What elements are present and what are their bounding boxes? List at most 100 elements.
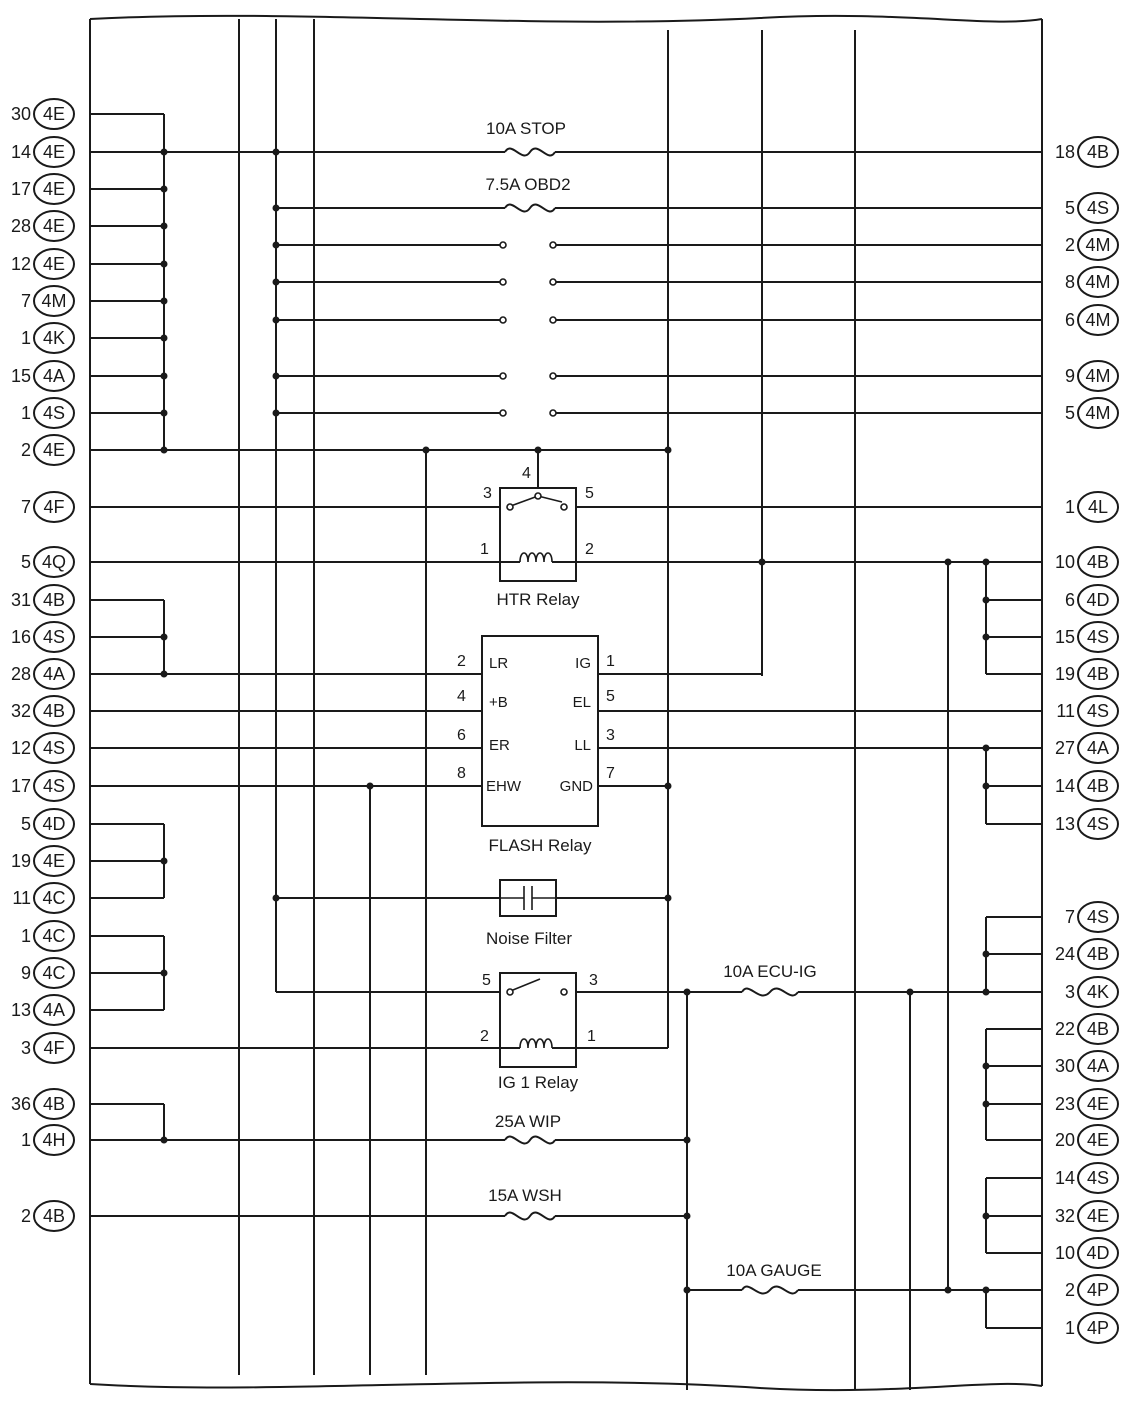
right-connector-oval — [1077, 266, 1119, 298]
right-connector-pin: 32 — [1055, 1206, 1075, 1226]
right-connector-17: 24 4B — [1055, 938, 1119, 970]
left-connector-code: 4M — [41, 291, 66, 311]
right-connector-oval — [1077, 732, 1119, 764]
flash-relay-term-ig: IG — [575, 655, 591, 672]
open-terminals — [499, 241, 557, 417]
left-connector-oval — [33, 658, 75, 690]
vertical-bus-lines — [238, 19, 949, 1390]
fuse-wip-label: 25A WIP — [495, 1112, 561, 1131]
fuse-stop: 10A STOP — [486, 119, 566, 157]
left-wires — [90, 113, 668, 1217]
right-connector-oval — [1077, 938, 1119, 970]
right-wires — [276, 151, 1042, 1329]
left-connector-oval — [33, 322, 75, 354]
right-connector-code: 4B — [1087, 776, 1109, 796]
right-connector-code: 4E — [1087, 1094, 1109, 1114]
htr-relay-pin-4: 4 — [522, 465, 531, 482]
right-connector-pin: 1 — [1065, 497, 1075, 517]
left-connector-code: 4S — [43, 776, 65, 796]
left-connector-21: 1 4C — [21, 920, 75, 952]
left-connector-oval — [33, 920, 75, 952]
right-connector-code: 4M — [1085, 403, 1110, 423]
right-connector-pin: 9 — [1065, 366, 1075, 386]
right-connector-pin: 30 — [1055, 1056, 1075, 1076]
left-connector-27: 2 4B — [21, 1200, 75, 1232]
right-connector-oval — [1077, 136, 1119, 168]
flash-relay-label: FLASH Relay — [489, 836, 592, 855]
right-connector-code: 4S — [1087, 814, 1109, 834]
right-connector-pin: 19 — [1055, 664, 1075, 684]
left-connector-code: 4A — [43, 1000, 65, 1020]
right-connector-oval — [1077, 621, 1119, 653]
fuse-gauge-label: 10A GAUGE — [726, 1261, 821, 1280]
fuse-obd2-label: 7.5A OBD2 — [485, 175, 570, 194]
left-connector-code: 4B — [43, 1206, 65, 1226]
fuse-ecu-ig: 10A ECU-IG — [723, 962, 817, 997]
left-connector-code: 4C — [42, 963, 65, 983]
right-connector-oval — [1077, 1013, 1119, 1045]
right-connector-oval — [1077, 1124, 1119, 1156]
left-connector-code: 4E — [43, 179, 65, 199]
right-connector-pin: 23 — [1055, 1094, 1075, 1114]
left-connector-code: 4A — [43, 664, 65, 684]
left-connector-code: 4K — [43, 328, 65, 348]
flash-relay-term-er: ER — [489, 737, 510, 754]
left-connector-pin: 1 — [21, 926, 31, 946]
left-connector-oval — [33, 360, 75, 392]
right-connector-oval — [1077, 976, 1119, 1008]
right-connector-code: 4S — [1087, 701, 1109, 721]
flash-relay-pin-4: 4 — [457, 688, 466, 705]
right-connector-pin: 24 — [1055, 944, 1075, 964]
fuse-stop-label: 10A STOP — [486, 119, 566, 138]
flash-relay-term-ehw: EHW — [486, 778, 522, 795]
right-connector-pin: 2 — [1065, 235, 1075, 255]
right-connector-code: 4S — [1087, 907, 1109, 927]
right-connector-oval — [1077, 1050, 1119, 1082]
fuse-obd2: 7.5A OBD2 — [485, 175, 571, 213]
left-connector-oval — [33, 98, 75, 130]
left-connector-oval — [33, 434, 75, 466]
left-connector-pin: 2 — [21, 1206, 31, 1226]
left-connector-oval — [33, 1088, 75, 1120]
right-connector-code: 4B — [1087, 944, 1109, 964]
flash-relay-pin-6: 6 — [457, 727, 466, 744]
left-connector-code: 4E — [43, 440, 65, 460]
flash-relay-term-lr: LR — [489, 655, 508, 672]
right-connector-code: 4M — [1085, 235, 1110, 255]
flash-relay-pin-7: 7 — [606, 765, 615, 782]
right-connector-code: 4A — [1087, 738, 1109, 758]
flash-relay-term-el: EL — [573, 694, 591, 711]
left-connector-oval — [33, 173, 75, 205]
left-connector-pin: 17 — [11, 179, 31, 199]
ig1-relay: 5 3 2 1 IG 1 Relay — [480, 972, 598, 1092]
left-connector-oval — [33, 136, 75, 168]
left-connector-pin: 28 — [11, 216, 31, 236]
right-connector-code: 4B — [1087, 1019, 1109, 1039]
left-connector-code: 4C — [42, 926, 65, 946]
right-connector-oval — [1077, 770, 1119, 802]
noise-filter-label: Noise Filter — [486, 929, 572, 948]
ig1-relay-pin-2: 2 — [480, 1028, 489, 1045]
right-connector-code: 4D — [1086, 590, 1109, 610]
right-connector-code: 4D — [1086, 1243, 1109, 1263]
left-connector-oval — [33, 1032, 75, 1064]
left-connector-code: 4E — [43, 104, 65, 124]
left-connector-code: 4S — [43, 627, 65, 647]
left-connector-oval — [33, 994, 75, 1026]
right-connector-oval — [1077, 491, 1119, 523]
right-connector-pin: 5 — [1065, 403, 1075, 423]
